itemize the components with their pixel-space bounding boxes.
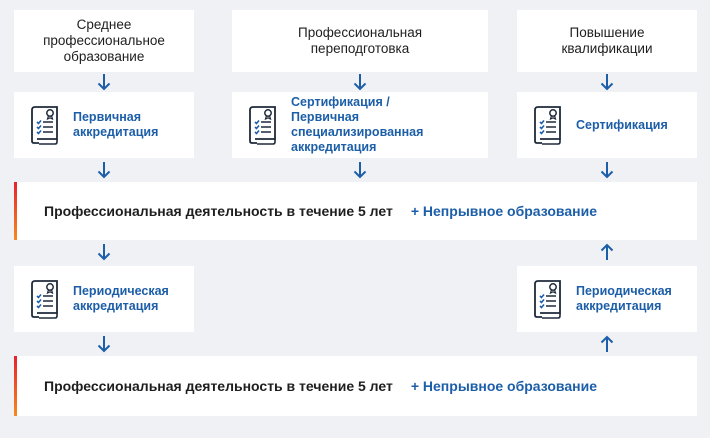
arrow-down-icon	[97, 335, 111, 353]
cert-box-certification: Сертификация	[517, 92, 697, 158]
cert-box-primary-accreditation: Первичная аккредитация	[14, 92, 194, 158]
periodic-label: Периодическая аккредитация	[576, 284, 672, 313]
periodic-accreditation-box-right: Периодическая аккредитация	[517, 266, 697, 332]
arrow-down-icon	[353, 73, 367, 91]
education-box-label: Повышение квалификации	[561, 25, 653, 56]
arrow-up-icon	[600, 335, 614, 353]
continuous-education-text: + Непрывное образование	[410, 378, 597, 394]
accent-stripe	[14, 182, 17, 240]
education-box-secondary: Среднее профессиональное образование	[14, 10, 194, 72]
arrow-down-icon	[97, 73, 111, 91]
periodic-label: Периодическая аккредитация	[73, 284, 169, 313]
education-box-label: Профессиональная переподготовка	[297, 25, 423, 56]
education-box-qualification: Повышение квалификации	[517, 10, 697, 72]
arrow-up-icon	[600, 243, 614, 261]
professional-activity-bar-2: Профессиональная деятельность в течение …	[14, 356, 697, 416]
professional-activity-bar-1: Профессиональная деятельность в течение …	[14, 182, 697, 240]
arrow-down-icon	[600, 73, 614, 91]
cert-label: Сертификация / Первичная специализирован…	[291, 95, 424, 154]
continuous-education-text: + Непрывное образование	[410, 203, 597, 219]
education-box-retraining: Профессиональная переподготовка	[232, 10, 488, 72]
certificate-icon	[30, 279, 62, 319]
accent-stripe	[14, 356, 17, 416]
cert-label: Сертификация	[576, 117, 668, 132]
certificate-icon	[533, 279, 565, 319]
certificate-icon	[30, 105, 62, 145]
arrow-down-icon	[600, 161, 614, 179]
arrow-down-icon	[97, 243, 111, 261]
arrow-down-icon	[353, 161, 367, 179]
cert-label: Первичная аккредитация	[73, 110, 159, 139]
education-box-label: Среднее профессиональное образование	[43, 17, 165, 64]
professional-activity-text: Профессиональная деятельность в течение …	[44, 203, 393, 219]
professional-activity-text: Профессиональная деятельность в течение …	[44, 378, 393, 394]
periodic-accreditation-box-left: Периодическая аккредитация	[14, 266, 194, 332]
cert-box-certification-specialized: Сертификация / Первичная специализирован…	[232, 92, 488, 158]
certificate-icon	[248, 105, 280, 145]
certificate-icon	[533, 105, 565, 145]
arrow-down-icon	[97, 161, 111, 179]
